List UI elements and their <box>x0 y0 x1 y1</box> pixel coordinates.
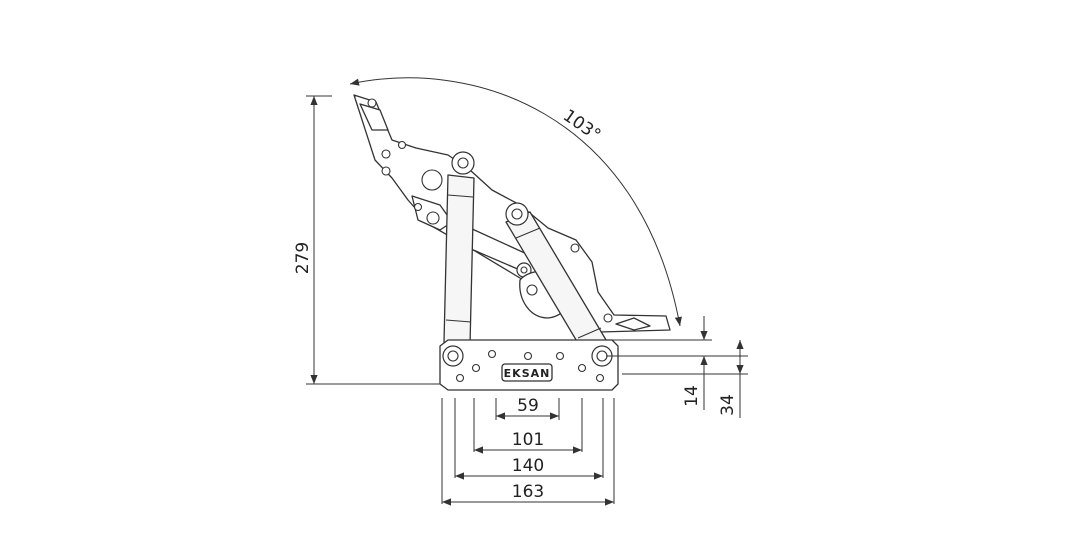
width-59-label: 59 <box>517 396 539 416</box>
height-dimension: 279 <box>293 95 440 385</box>
logo-text: EKSAN <box>504 367 551 380</box>
width-101-label: 101 <box>512 430 544 450</box>
offset-34-label: 34 <box>718 394 738 416</box>
angle-label: 103° <box>559 106 604 146</box>
logo-badge <box>501 363 553 382</box>
offset-dimensions: 14 34 <box>606 316 748 418</box>
base-plate: EKSAN <box>439 339 619 391</box>
height-label: 279 <box>293 242 313 274</box>
width-163-label: 163 <box>512 482 544 502</box>
offset-14-label: 14 <box>682 385 702 407</box>
width-140-label: 140 <box>512 456 544 476</box>
left-strut <box>443 151 475 346</box>
width-dimensions: 59 101 140 163 <box>441 396 615 506</box>
